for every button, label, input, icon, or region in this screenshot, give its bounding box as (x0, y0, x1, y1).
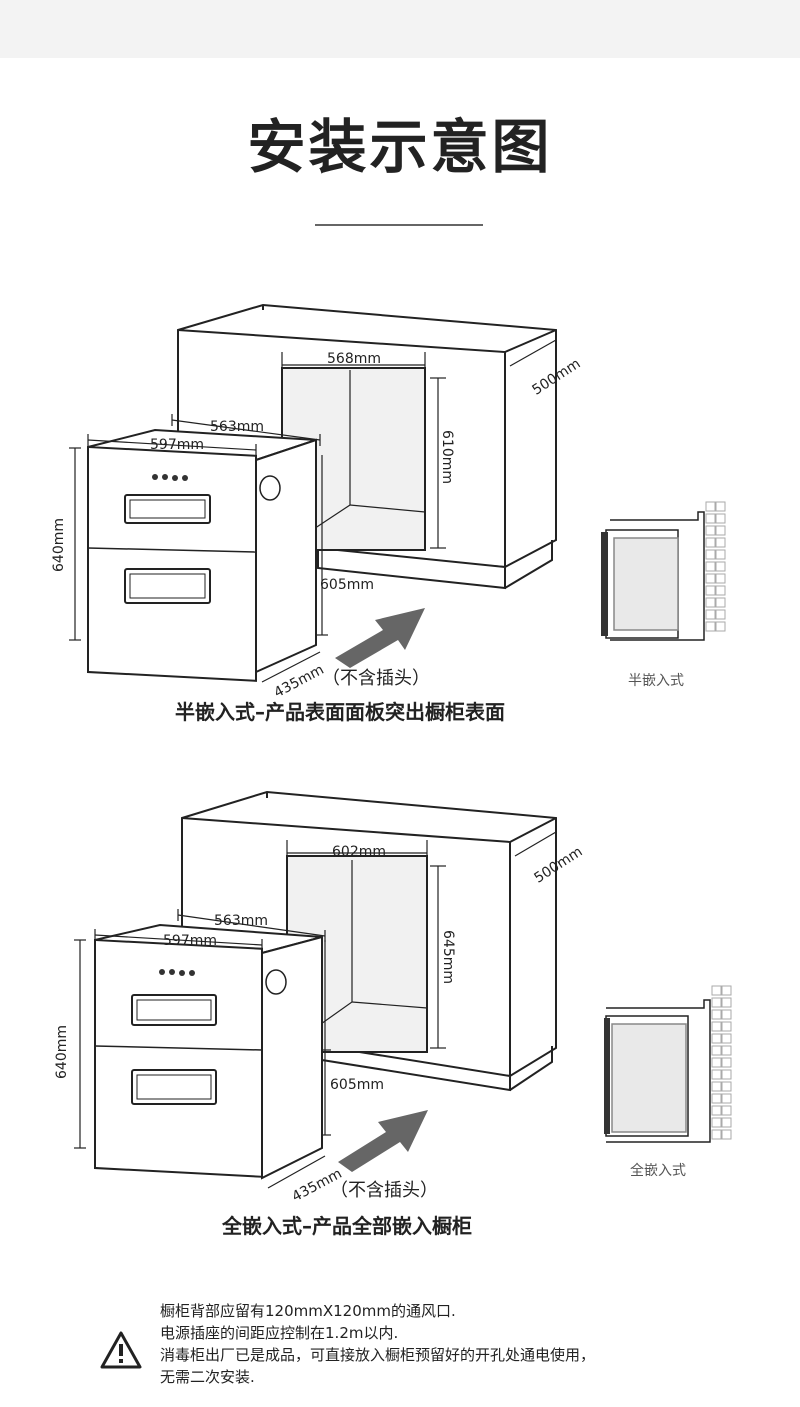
insert-arrow (335, 608, 425, 668)
unit-width-label: 597mm (150, 437, 204, 453)
note-line: 无需二次安装. (160, 1368, 255, 1386)
full-mini-caption: 全嵌入式 (630, 1163, 686, 1179)
opening-width-label: 568mm (327, 351, 381, 367)
semi-embedded-drawing (69, 303, 726, 683)
note-line: 电源插座的间距应控制在1.2m以内. (160, 1324, 399, 1342)
unit-buttons (159, 969, 195, 976)
plug-note: （不含插头） (322, 668, 430, 689)
unit-front (94, 938, 263, 1178)
opening-height-label: 610mm (439, 430, 455, 484)
unit-height-label: 640mm (54, 1025, 70, 1079)
cabinet-inner-depth-label: 605mm (320, 577, 374, 593)
unit-buttons (152, 474, 188, 481)
full-embedded-drawing (74, 790, 732, 1189)
lower-handle (124, 568, 211, 604)
unit-depth-top-label: 563mm (214, 913, 268, 929)
semi-mini-caption: 半嵌入式 (628, 673, 684, 689)
unit-width-label: 597mm (163, 933, 217, 949)
page-title: 安装示意图 (247, 113, 553, 181)
warning-triangle-icon (100, 1331, 142, 1369)
unit-side (255, 438, 317, 674)
upper-handle (131, 994, 217, 1026)
lower-handle (131, 1069, 217, 1105)
semi-mini-view (601, 501, 726, 641)
opening-height-label: 645mm (440, 930, 456, 984)
insert-arrow (338, 1110, 428, 1172)
cabinet-inner-depth-label: 605mm (330, 1077, 384, 1093)
unit-depth-top-label: 563mm (210, 419, 264, 435)
unit-front (87, 445, 257, 682)
full-embedded-diagram: 602mm 645mm 500mm 563mm 597mm 640mm 435m… (0, 780, 800, 1240)
full-caption: 全嵌入式–产品全部嵌入橱柜 (222, 1214, 472, 1238)
semi-embedded-diagram: 568mm 610mm 500mm 563mm 597mm 640mm 435m… (0, 290, 800, 730)
semi-caption: 半嵌入式–产品表面面板突出橱柜表面 (175, 700, 505, 724)
note-line: 消毒柜出厂已是成品，可直接放入橱柜预留好的开孔处通电使用， (160, 1346, 596, 1364)
title-divider (315, 224, 483, 226)
unit-height-label: 640mm (51, 518, 67, 572)
plug-note: （不含插头） (330, 1180, 438, 1201)
opening-width-label: 602mm (332, 844, 386, 860)
note-line: 橱柜背部应留有120mmX120mm的通风口. (160, 1302, 456, 1320)
full-mini-view (604, 985, 732, 1143)
top-band (0, 0, 800, 58)
notes-text: 橱柜背部应留有120mmX120mm的通风口. 电源插座的间距应控制在1.2m以… (160, 1300, 595, 1388)
upper-handle (124, 494, 211, 524)
